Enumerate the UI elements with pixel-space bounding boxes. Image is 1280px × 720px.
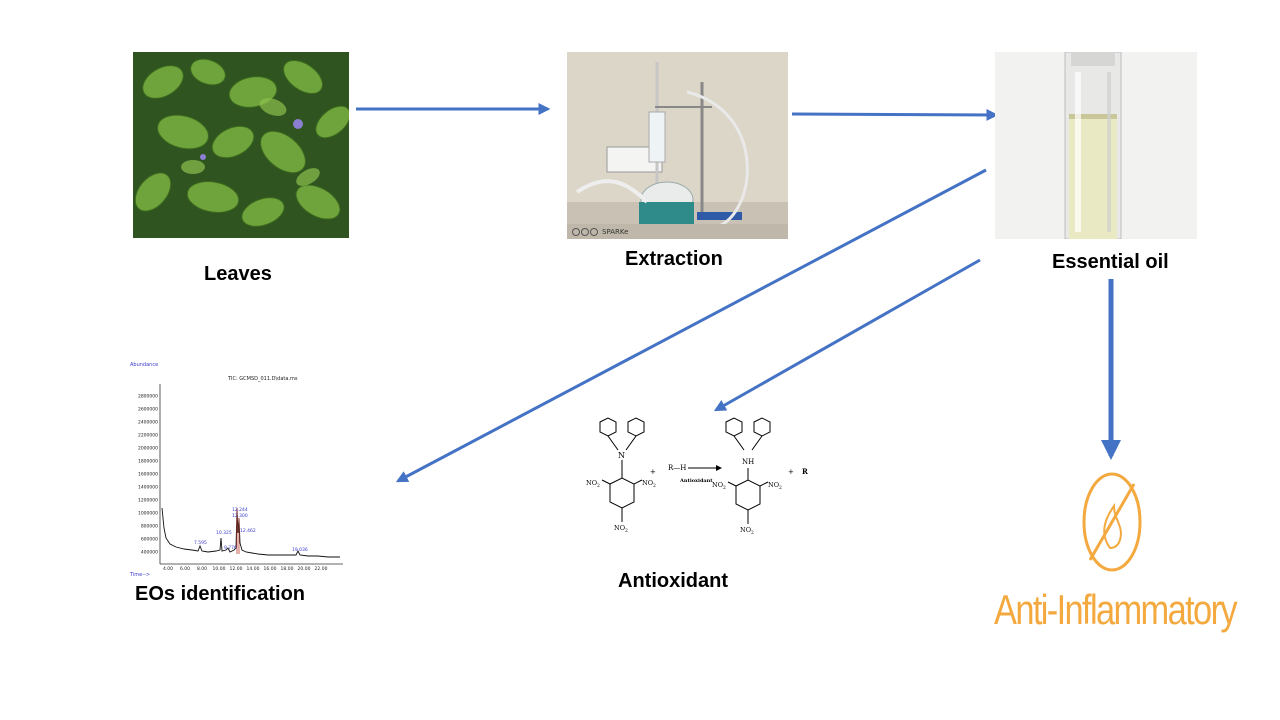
gcms-trace	[161, 507, 340, 558]
leaves-photo	[133, 52, 349, 238]
gcms-x-tick-label: 12.00	[230, 566, 243, 572]
no2-left-c: NO2	[614, 524, 628, 534]
plus-2: +	[788, 468, 794, 476]
dpph-h-molecule	[725, 417, 771, 524]
gcms-x-tick-label: 8.00	[197, 566, 207, 572]
r-radical-label: R	[802, 467, 808, 476]
arrow-oil-to-antioxidant	[713, 258, 981, 412]
gcms-chromatogram: Abundance TIC: GCMSD_011.D\data.ms 40000…	[128, 358, 350, 580]
gcms-y-tick-label: 600000	[141, 537, 158, 543]
essential-oil-label: Essential oil	[1052, 251, 1169, 273]
gcms-y-tick-label: 1000000	[138, 511, 158, 517]
gcms-peak-label: 12.244	[232, 507, 248, 513]
gcms-y-axis-title: Abundance	[130, 362, 158, 368]
extraction-photo: SPARKe	[567, 52, 788, 239]
leaves-label: Leaves	[204, 263, 272, 285]
gcms-y-tick-label: 2200000	[138, 433, 158, 439]
gcms-y-tick-label: 800000	[141, 524, 158, 530]
gcms-plot-title: TIC: GCMSD_011.D\data.ms	[227, 376, 298, 382]
gcms-y-tick-label: 1200000	[138, 498, 158, 504]
antioxidant-small-label: Antioxidant	[679, 478, 713, 484]
gcms-x-tick-label: 16.00	[264, 566, 277, 572]
extraction-watermark: SPARKe	[602, 228, 629, 236]
gcms-peak-label: 7.595	[194, 540, 207, 546]
gcms-x-tick-label: 18.00	[281, 566, 294, 572]
gcms-x-tick-label: 22.00	[315, 566, 328, 572]
n-radical-label: N	[618, 451, 625, 460]
antioxidant-label: Antioxidant	[618, 570, 728, 592]
gcms-peak-label: 9.776	[224, 545, 237, 551]
gcms-y-tick-label: 1400000	[138, 485, 158, 491]
essential-oil-photo	[995, 52, 1197, 239]
gcms-y-tick-label: 2400000	[138, 420, 158, 426]
gcms-y-tick-label: 1600000	[138, 472, 158, 478]
dpph-radical-molecule	[599, 417, 645, 522]
rh-label: R—H	[668, 464, 686, 472]
no2-right-a: NO2	[712, 481, 726, 491]
arrow-oil-to-identification	[395, 168, 987, 483]
gcms-x-tick-label: 14.00	[247, 566, 260, 572]
anti-inflammatory-icon	[1080, 470, 1144, 574]
arrow-extraction-to-oil	[791, 108, 999, 121]
anti-inflammatory-label: Anti-Inflammatory	[994, 586, 1238, 633]
gcms-y-tick-label: 1800000	[138, 459, 158, 465]
gcms-x-tick-label: 6.00	[180, 566, 190, 572]
extraction-label: Extraction	[625, 248, 723, 270]
gcms-x-tick-label: 4.00	[163, 566, 173, 572]
gcms-x-axis-title: Time-->	[129, 572, 150, 578]
no2-left-a: NO2	[586, 479, 600, 489]
gcms-peak-label: 19.036	[292, 547, 308, 553]
no2-right-c: NO2	[740, 526, 754, 536]
nh-label: NH	[742, 458, 754, 466]
gcms-y-tick-label: 400000	[141, 550, 158, 556]
gcms-peak-label: 12.300	[232, 513, 248, 519]
no2-right-b: NO2	[768, 481, 782, 491]
gcms-y-tick-label: 2800000	[138, 394, 158, 400]
eos-identification-label: EOs identification	[135, 583, 306, 605]
gcms-peak-label: 12.462	[240, 528, 256, 534]
plus-1: +	[650, 468, 656, 476]
gcms-x-tick-label: 10.00	[213, 566, 226, 572]
dpph-reaction: N NO2 NO2 NO2 + R—H Antioxidant NH NO2 N…	[580, 410, 840, 560]
gcms-y-tick-label: 2600000	[138, 407, 158, 413]
gcms-peak-label: 10.325	[216, 530, 232, 536]
gcms-y-tick-label: 2000000	[138, 446, 158, 452]
no2-left-b: NO2	[642, 479, 656, 489]
gcms-x-tick-label: 20.00	[298, 566, 311, 572]
